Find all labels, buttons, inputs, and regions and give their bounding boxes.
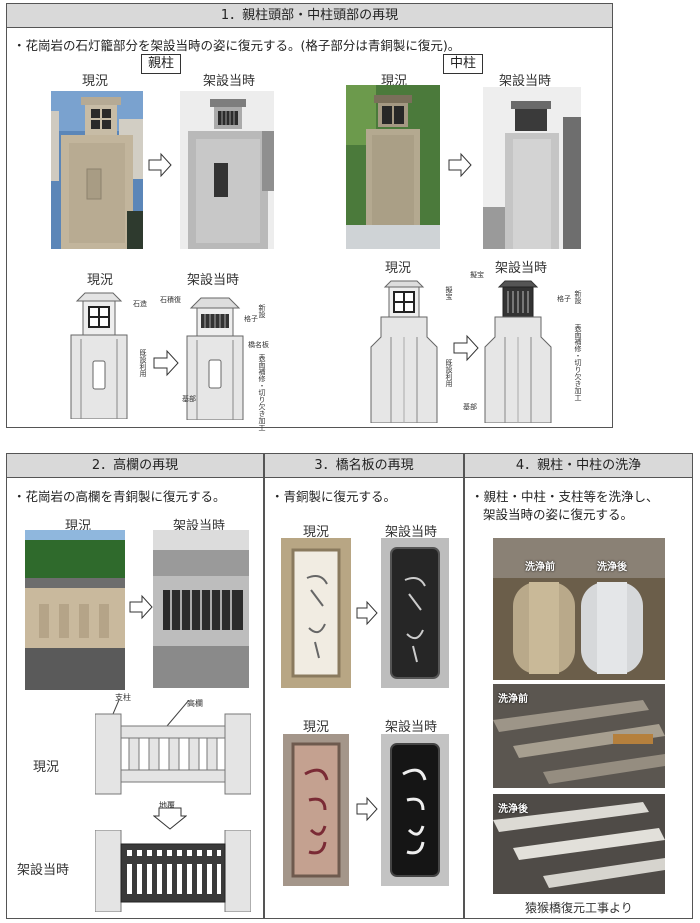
section-3-bullet: ・青銅製に復元する。	[271, 489, 397, 504]
label-original-3: 架設当時	[187, 273, 240, 288]
photo-nameplate-1-current	[281, 538, 351, 688]
nameplate-photo-graphic	[381, 538, 449, 688]
photo-middle-pillar-original	[483, 87, 581, 249]
tag-middle-pillar: 中柱	[443, 54, 484, 74]
section-restore-pillar-heads: 1．親柱頭部・中柱頭部の再現 ・花崗岩の石灯籠部分を架設当時の姿に復元する。(格…	[6, 3, 613, 431]
label-current-8: 現況	[303, 720, 330, 735]
cleaning-photo-graphic	[493, 538, 665, 680]
label-original-1: 架設当時	[203, 74, 256, 89]
photo-railing-current	[25, 530, 125, 690]
photo-caption: 猿猴橋復元工事より	[525, 901, 633, 915]
overlay-after-1: 洗浄後	[597, 562, 627, 573]
dim-label-stone: 石造	[133, 300, 147, 308]
section-clean-pillars: 4．親柱・中柱の洗浄 ・親柱・中柱・支柱等を洗浄し、 架設当時の姿に復元する。 …	[464, 453, 693, 919]
section-2-bullet: ・花崗岩の高欄を青銅製に復元する。	[13, 489, 226, 504]
arrow-right-icon	[356, 796, 378, 822]
drawing-middle-pillar-original	[484, 280, 552, 423]
label-current-3: 現況	[87, 273, 114, 288]
section-4-title: 4．親柱・中柱の洗浄	[465, 454, 692, 478]
label-post: 支柱	[115, 693, 131, 702]
nameplate-photo-graphic	[283, 734, 349, 886]
label-original-2: 架設当時	[499, 74, 552, 89]
label-current-7: 現況	[303, 525, 330, 540]
section-2-title: 2．高欄の再現	[7, 454, 263, 478]
drawing-railing-current	[95, 700, 251, 795]
dim-label-surface-repair: 表面補修・切り欠き加工	[258, 354, 266, 431]
label-current-4: 現況	[385, 261, 412, 276]
rails-photo-graphic	[493, 794, 665, 894]
label-original-7: 架設当時	[385, 525, 438, 540]
arrow-right-icon	[356, 600, 378, 626]
arrow-right-icon	[148, 152, 172, 178]
label-current-6: 現況	[33, 760, 60, 775]
dim-label-giboshi-top: 擬宝	[470, 271, 484, 279]
dim-label-stone-top: 石積復	[160, 296, 181, 304]
photo-cleaning-columns	[493, 538, 665, 680]
section-restore-railing: 2．高欄の再現 ・花崗岩の高欄を青銅製に復元する。 現況 架設当時	[6, 453, 264, 919]
section-3-title: 3．橋名板の再現	[265, 454, 463, 478]
arrow-right-icon	[448, 152, 472, 178]
drawing-main-pillar-current	[70, 292, 128, 419]
drawing-middle-pillar-current	[370, 280, 438, 423]
label-rail: 高欄	[187, 699, 203, 708]
drawing-railing-original	[95, 830, 251, 912]
section-restore-nameplate: 3．橋名板の再現 ・青銅製に復元する。 現況 架設当時 現況 架設当時	[264, 453, 464, 919]
overlay-before-1: 洗浄前	[525, 562, 555, 573]
section-4-bullet-1: ・親柱・中柱・支柱等を洗浄し、	[471, 489, 659, 504]
overlay-before-2: 洗浄前	[498, 694, 528, 705]
dim-label-new-2: 新設	[574, 290, 582, 304]
arrow-right-icon	[153, 349, 179, 377]
section-1-bullet: ・花崗岩の石灯籠部分を架設当時の姿に復元する。(格子部分は青銅製に復元)。	[13, 38, 461, 53]
photo-nameplate-2-original	[381, 734, 449, 886]
photo-middle-pillar-current	[346, 85, 440, 249]
photo-railing-original	[153, 530, 249, 688]
dim-label-base: 基部	[182, 395, 196, 403]
dim-label-nameplate: 橋名板	[248, 341, 269, 349]
label-base: 地覆	[159, 801, 175, 810]
label-original-6: 架設当時	[17, 863, 70, 878]
photo-after-cleaning-rails	[493, 794, 665, 894]
pillar-photo-graphic	[180, 91, 274, 249]
photo-before-cleaning-rails	[493, 684, 665, 788]
nameplate-photo-graphic	[281, 538, 351, 688]
label-current-1: 現況	[82, 74, 109, 89]
pillar-photo-graphic	[51, 91, 143, 249]
photo-main-pillar-current	[51, 91, 143, 249]
overlay-after-2: 洗浄後	[498, 804, 528, 815]
pillar-photo-graphic	[346, 85, 440, 249]
photo-nameplate-1-original	[381, 538, 449, 688]
dim-label-giboshi: 擬宝	[445, 286, 453, 300]
nameplate-photo-graphic	[381, 734, 449, 886]
section-1-title: 1．親柱頭部・中柱頭部の再現	[7, 4, 612, 28]
label-original-8: 架設当時	[385, 720, 438, 735]
railing-photo-graphic	[25, 530, 125, 690]
arrow-right-icon	[453, 334, 479, 362]
dim-label-existing: 既設利用	[139, 349, 147, 377]
dim-label-existing-2: 既設利用	[445, 359, 453, 387]
drawing-main-pillar-original	[186, 297, 244, 420]
dim-label-new: 新設	[258, 304, 266, 318]
tag-main-pillar: 親柱	[141, 54, 182, 74]
dim-label-surface-repair-2: 表面補修・切り欠き加工	[574, 324, 582, 401]
arrow-down-icon	[153, 807, 187, 830]
rails-photo-graphic	[493, 684, 665, 788]
photo-nameplate-2-current	[283, 734, 349, 886]
railing-photo-graphic	[153, 530, 249, 688]
dim-label-base-2: 基部	[463, 403, 477, 411]
section-4-bullet-2: 架設当時の姿に復元する。	[483, 507, 634, 522]
photo-main-pillar-original	[180, 91, 274, 249]
dim-label-lattice-2: 格子	[557, 295, 571, 303]
label-original-4: 架設当時	[495, 261, 548, 276]
pillar-photo-graphic	[483, 87, 581, 249]
dim-label-lattice: 格子	[244, 315, 258, 323]
arrow-right-icon	[129, 594, 153, 620]
